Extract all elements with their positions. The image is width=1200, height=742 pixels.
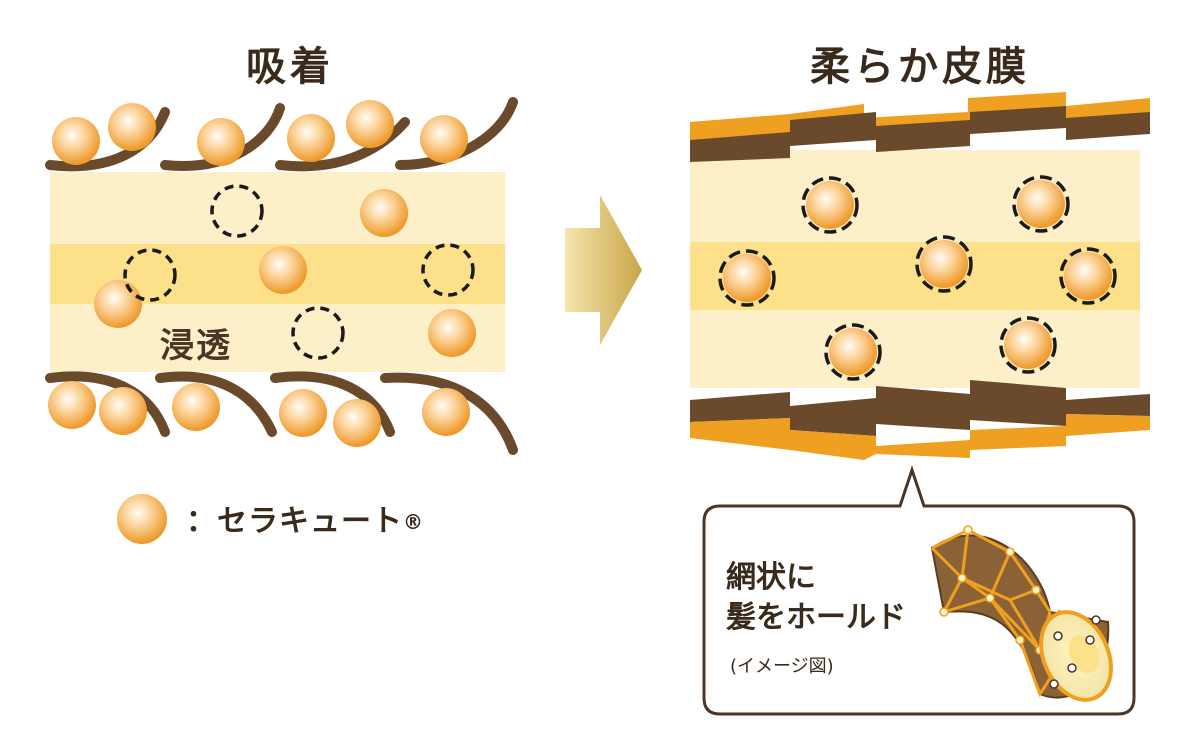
ceracute-ball	[259, 246, 307, 294]
empty-hole	[123, 248, 177, 302]
bottom-cuticles	[45, 371, 518, 455]
cuticle	[270, 371, 395, 437]
ceracute-ball	[420, 115, 468, 163]
cuticle	[380, 372, 518, 455]
ceracute-ball	[197, 118, 245, 166]
ceracute-ball	[99, 387, 147, 435]
empty-hole	[421, 243, 475, 297]
legend: ：セラキュート®	[186, 496, 424, 540]
top-film	[690, 92, 1150, 162]
film-brown-layer	[690, 380, 1150, 436]
ceracute-ball	[920, 240, 968, 288]
callout-note: (イメージ図)	[730, 656, 834, 677]
cuticle	[275, 117, 410, 172]
film-orange-layer	[690, 414, 1150, 460]
ceracute-ball	[48, 381, 96, 429]
ceracute-ball	[172, 383, 220, 431]
legend-separator: ：	[186, 504, 217, 539]
ceracute-ball	[422, 388, 470, 436]
transition-arrow-icon	[565, 195, 642, 345]
cuticle	[45, 107, 170, 172]
cuticle	[155, 371, 277, 437]
ball-outline	[1012, 175, 1070, 233]
hair-strand-net-icon	[930, 525, 1113, 702]
ceracute-ball	[94, 280, 142, 328]
right-hair-diagram	[690, 92, 1150, 460]
ball-outline	[801, 176, 859, 234]
registered-mark: ®	[403, 510, 424, 534]
ball-outline	[915, 235, 973, 293]
callout-text: 網状に 髪をホールド	[726, 558, 906, 638]
ceracute-ball	[428, 309, 476, 357]
ball-outline	[718, 249, 776, 307]
left-balls	[48, 100, 476, 447]
ceracute-ball	[333, 399, 381, 447]
right-balls	[723, 180, 1112, 376]
callout-line1: 網状に	[726, 560, 816, 595]
ball-outline	[1059, 247, 1117, 305]
ceracute-ball	[806, 181, 854, 229]
cuticle	[395, 97, 518, 170]
right-title: 柔らか皮膜	[810, 44, 1030, 90]
ceracute-ball	[346, 100, 394, 148]
left-title: 吸着	[246, 44, 334, 90]
right-ball-outlines	[718, 175, 1117, 381]
ceracute-ball	[52, 117, 100, 165]
ceracute-ball	[1064, 252, 1112, 300]
ceracute-ball	[287, 114, 335, 162]
ceracute-ball	[108, 103, 156, 151]
ceracute-ball	[723, 254, 771, 302]
ball-outline	[824, 323, 882, 381]
ceracute-ball	[360, 189, 408, 237]
ceracute-ball	[829, 328, 877, 376]
ceracute-ball	[279, 389, 327, 437]
left-hair-diagram	[45, 97, 518, 455]
left-holes	[123, 184, 475, 360]
ball-outline	[999, 316, 1057, 374]
empty-hole	[291, 306, 345, 360]
legend-ball-icon	[117, 494, 167, 544]
empty-hole	[210, 184, 264, 238]
penetration-label: 浸透	[160, 326, 232, 366]
ceracute-ball	[1017, 180, 1065, 228]
callout-line2: 髪をホールド	[726, 600, 906, 635]
ceracute-ball	[1004, 321, 1052, 369]
film-brown-layer	[690, 106, 1150, 162]
bottom-film	[690, 380, 1150, 460]
legend-name: セラキュート	[217, 504, 403, 539]
top-cuticles	[45, 97, 518, 172]
